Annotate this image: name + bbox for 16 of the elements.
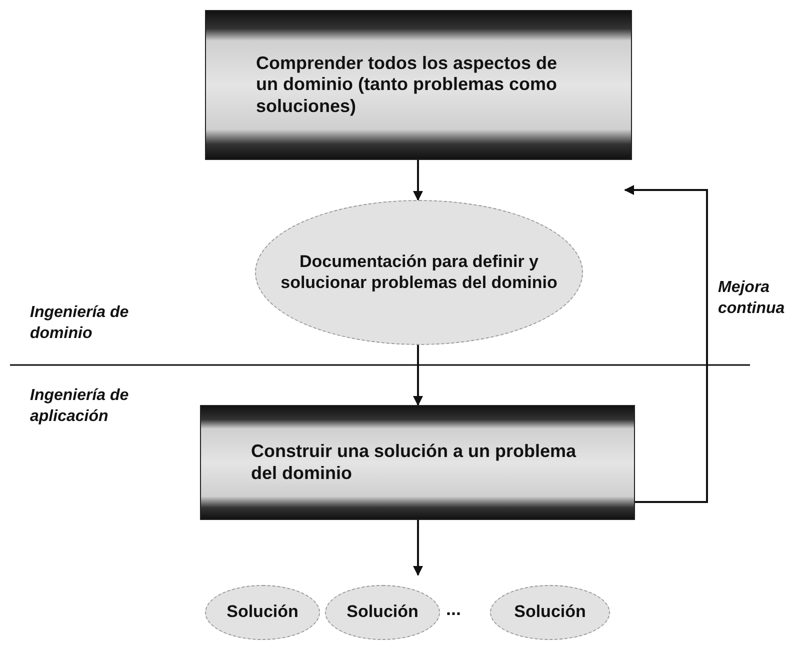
node-text: Construir una solución a un problema del dominio bbox=[251, 440, 578, 484]
annotation-label: Mejora continua bbox=[718, 278, 786, 319]
node-text: Solución bbox=[226, 602, 298, 623]
node-text: Comprender todos los aspectos de un dominio (tanto problemas como soluciones) bbox=[256, 52, 558, 118]
ellipsis-text: ... bbox=[446, 598, 462, 621]
arrow bbox=[413, 160, 423, 201]
annotation-label: Ingeniería de aplicación bbox=[30, 386, 130, 427]
process-box bbox=[200, 405, 635, 520]
node-text: Solución bbox=[346, 602, 418, 623]
process-box bbox=[205, 10, 632, 160]
annotation-label: Ingeniería de dominio bbox=[30, 303, 130, 344]
arrow bbox=[413, 520, 423, 576]
arrow bbox=[624, 185, 708, 503]
node-text: Documentación para definir y solucionar problemas del dominio bbox=[280, 252, 558, 293]
node-text: Solución bbox=[514, 602, 586, 623]
arrow bbox=[413, 345, 423, 406]
